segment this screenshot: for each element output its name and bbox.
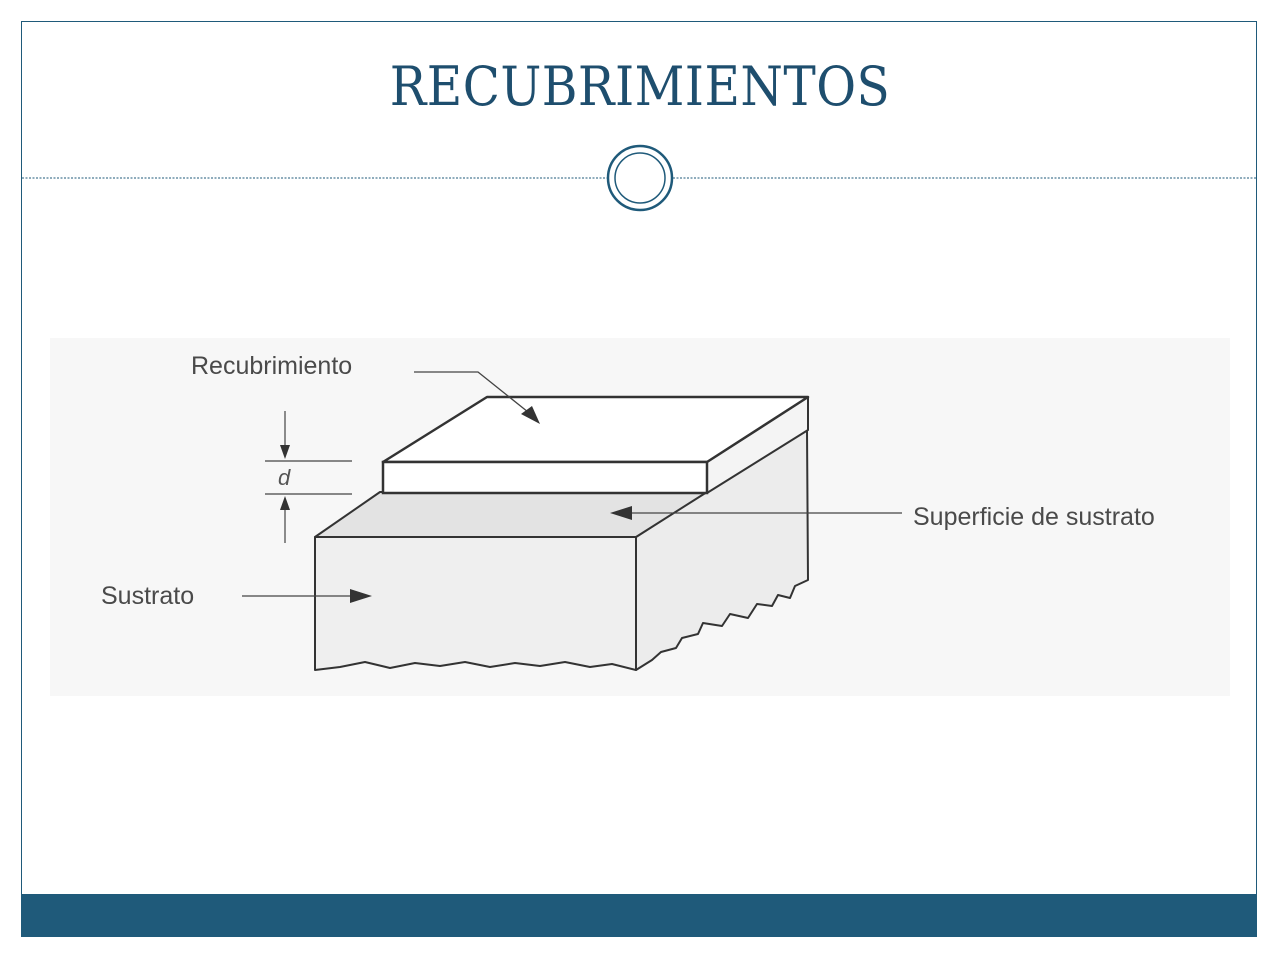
label-coating: Recubrimiento [191,352,353,380]
coating-front-face [381,460,709,495]
divider-ornament-outer [606,144,674,212]
divider-ornament-inner [614,152,666,204]
slide-title: RECUBRIMIENTOS [389,55,891,118]
coating-leader-line [414,371,529,413]
label-substrate-surface: Superficie de sustrato [913,503,1155,531]
substrate-arrowhead [350,589,372,603]
coating-arrowhead [521,406,540,424]
dimension-arrowhead-down [280,445,290,459]
footer-bar [21,894,1257,937]
dimension-arrowhead-up [280,496,290,510]
substrate-top-face [314,491,708,538]
surface-arrowhead [610,506,632,520]
substrate-right-face [635,429,809,671]
title-divider [22,144,1256,212]
substrate-front-face [314,536,637,671]
label-thickness: d [278,465,291,490]
label-substrate: Sustrato [101,582,195,610]
